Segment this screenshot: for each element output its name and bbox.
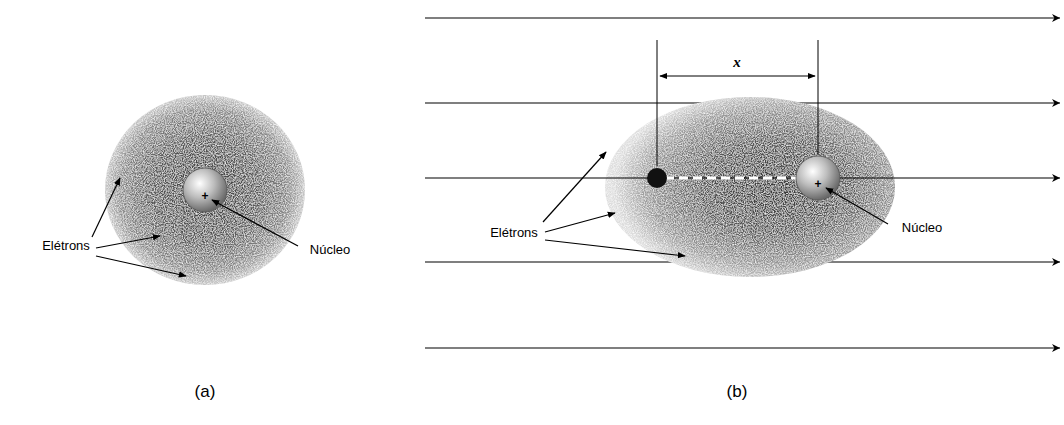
nucleus-label: Núcleo bbox=[902, 221, 942, 235]
panel-label: (a) bbox=[195, 383, 216, 402]
nucleus bbox=[183, 168, 227, 212]
leader-lines bbox=[543, 152, 888, 256]
nucleus-label: Núcleo bbox=[310, 243, 350, 257]
nucleus bbox=[796, 156, 840, 200]
electron-label: Elétrons bbox=[490, 226, 538, 240]
electron-center bbox=[647, 168, 667, 188]
dipole-separation bbox=[665, 177, 798, 180]
field-lines bbox=[425, 18, 1060, 348]
charge-sign: + bbox=[201, 190, 208, 203]
field-lines bbox=[425, 177, 1060, 178]
dimension-lines bbox=[657, 40, 818, 166]
charge-sign: + bbox=[814, 178, 821, 191]
electron-label: Elétrons bbox=[42, 239, 90, 253]
leader-lines bbox=[92, 178, 298, 276]
dimension-label: x bbox=[733, 54, 741, 71]
panel-label: (b) bbox=[727, 383, 748, 402]
electron-cloud bbox=[105, 95, 305, 285]
electron-cloud bbox=[605, 97, 895, 277]
